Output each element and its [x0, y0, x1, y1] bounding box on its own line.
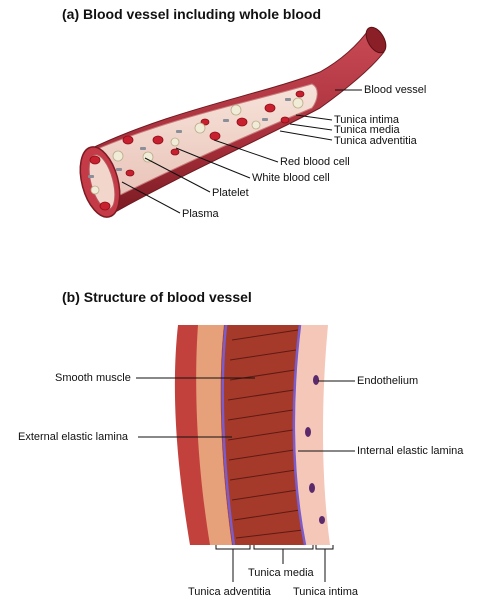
label-tunica-adventitia-b: Tunica adventitia — [188, 586, 271, 598]
label-white-blood-cell: White blood cell — [252, 172, 330, 184]
white-blood-cells — [90, 97, 304, 195]
red-blood-cells — [89, 90, 305, 211]
label-red-blood-cell: Red blood cell — [280, 156, 350, 168]
label-external-elastic-lamina: External elastic lamina — [18, 431, 129, 443]
panel-a-title: (a) Blood vessel including whole blood — [62, 6, 322, 22]
vessel-wall-section — [174, 325, 330, 545]
label-plasma: Plasma — [182, 208, 219, 220]
panel-a-leaders — [121, 89, 362, 214]
label-tunica-intima-b: Tunica intima — [293, 586, 359, 598]
label-tunica-intima-a: Tunica intima — [334, 114, 400, 126]
endothelial-nuclei — [305, 375, 325, 524]
label-tunica-adventitia-a: Tunica adventitia — [334, 135, 417, 147]
panel-b-title: (b) Structure of blood vessel — [62, 289, 252, 305]
label-tunica-media-a: Tunica media — [334, 124, 400, 136]
platelets — [88, 98, 291, 178]
label-internal-elastic-lamina: Internal elastic lamina — [357, 445, 464, 457]
internal-elastic-lamina — [292, 324, 307, 546]
label-endothelium: Endothelium — [357, 375, 419, 387]
external-elastic-lamina — [221, 324, 236, 546]
label-smooth-muscle: Smooth muscle — [55, 372, 131, 384]
vessel-tube — [79, 26, 387, 218]
label-blood-vessel: Blood vessel — [364, 84, 427, 96]
panel-b-leaders — [136, 377, 355, 582]
label-tunica-media-b: Tunica media — [248, 567, 314, 579]
smooth-muscle-fibers — [227, 329, 304, 539]
label-platelet: Platelet — [212, 187, 249, 199]
